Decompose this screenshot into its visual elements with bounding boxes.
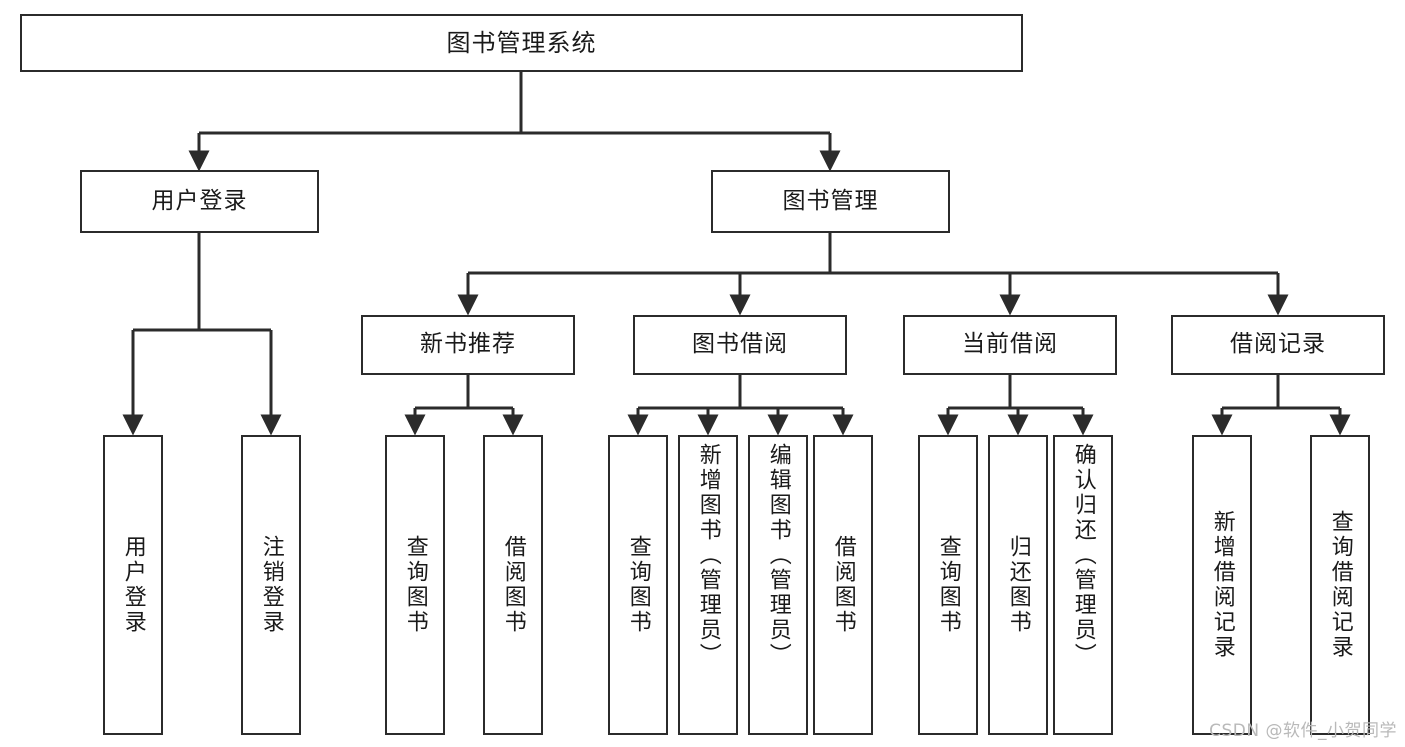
node-leaf-query-book-1-label: 查询图书 (402, 535, 428, 635)
node-leaf-user-login-label: 用户登录 (120, 535, 146, 635)
node-book-borrow[interactable]: 图书借阅 (633, 315, 847, 375)
watermark: CSDN @软件_小贺同学 (1209, 721, 1397, 741)
node-leaf-borrow-book-1[interactable]: 借阅图书 (483, 435, 543, 735)
node-user-login[interactable]: 用户登录 (80, 170, 319, 233)
node-borrow-record-label: 借阅记录 (1230, 331, 1326, 358)
node-book-manage[interactable]: 图书管理 (711, 170, 950, 233)
node-leaf-query-book-2[interactable]: 查询图书 (608, 435, 668, 735)
node-current-borrow-label: 当前借阅 (962, 331, 1058, 358)
node-leaf-borrow-book-2-label: 借阅图书 (830, 535, 856, 635)
node-leaf-query-book-1[interactable]: 查询图书 (385, 435, 445, 735)
node-new-book-recommend-label: 新书推荐 (420, 331, 516, 358)
node-root-label: 图书管理系统 (446, 28, 597, 57)
node-leaf-edit-book[interactable]: 编辑图书（管理员） (748, 435, 808, 735)
node-leaf-add-book-label: 新增图书（管理员） (695, 443, 721, 668)
node-leaf-add-book[interactable]: 新增图书（管理员） (678, 435, 738, 735)
node-root[interactable]: 图书管理系统 (20, 14, 1023, 72)
node-leaf-return-book[interactable]: 归还图书 (988, 435, 1048, 735)
node-leaf-query-book-2-label: 查询图书 (625, 535, 651, 635)
node-book-borrow-label: 图书借阅 (692, 331, 788, 358)
node-leaf-edit-book-label: 编辑图书（管理员） (765, 443, 791, 668)
node-leaf-add-record[interactable]: 新增借阅记录 (1192, 435, 1252, 735)
node-leaf-add-record-label: 新增借阅记录 (1209, 510, 1235, 660)
node-new-book-recommend[interactable]: 新书推荐 (361, 315, 575, 375)
node-leaf-user-logout[interactable]: 注销登录 (241, 435, 301, 735)
node-leaf-query-record[interactable]: 查询借阅记录 (1310, 435, 1370, 735)
node-leaf-query-book-3-label: 查询图书 (935, 535, 961, 635)
node-leaf-return-book-label: 归还图书 (1005, 535, 1031, 635)
node-leaf-confirm-return[interactable]: 确认归还（管理员） (1053, 435, 1113, 735)
node-leaf-query-book-3[interactable]: 查询图书 (918, 435, 978, 735)
node-current-borrow[interactable]: 当前借阅 (903, 315, 1117, 375)
node-leaf-user-logout-label: 注销登录 (258, 535, 284, 635)
node-book-manage-label: 图书管理 (782, 187, 879, 214)
node-leaf-borrow-book-2[interactable]: 借阅图书 (813, 435, 873, 735)
node-leaf-query-record-label: 查询借阅记录 (1327, 510, 1353, 660)
node-borrow-record[interactable]: 借阅记录 (1171, 315, 1385, 375)
node-leaf-confirm-return-label: 确认归还（管理员） (1070, 443, 1096, 668)
node-user-login-label: 用户登录 (151, 187, 248, 214)
node-leaf-user-login[interactable]: 用户登录 (103, 435, 163, 735)
node-leaf-borrow-book-1-label: 借阅图书 (500, 535, 526, 635)
